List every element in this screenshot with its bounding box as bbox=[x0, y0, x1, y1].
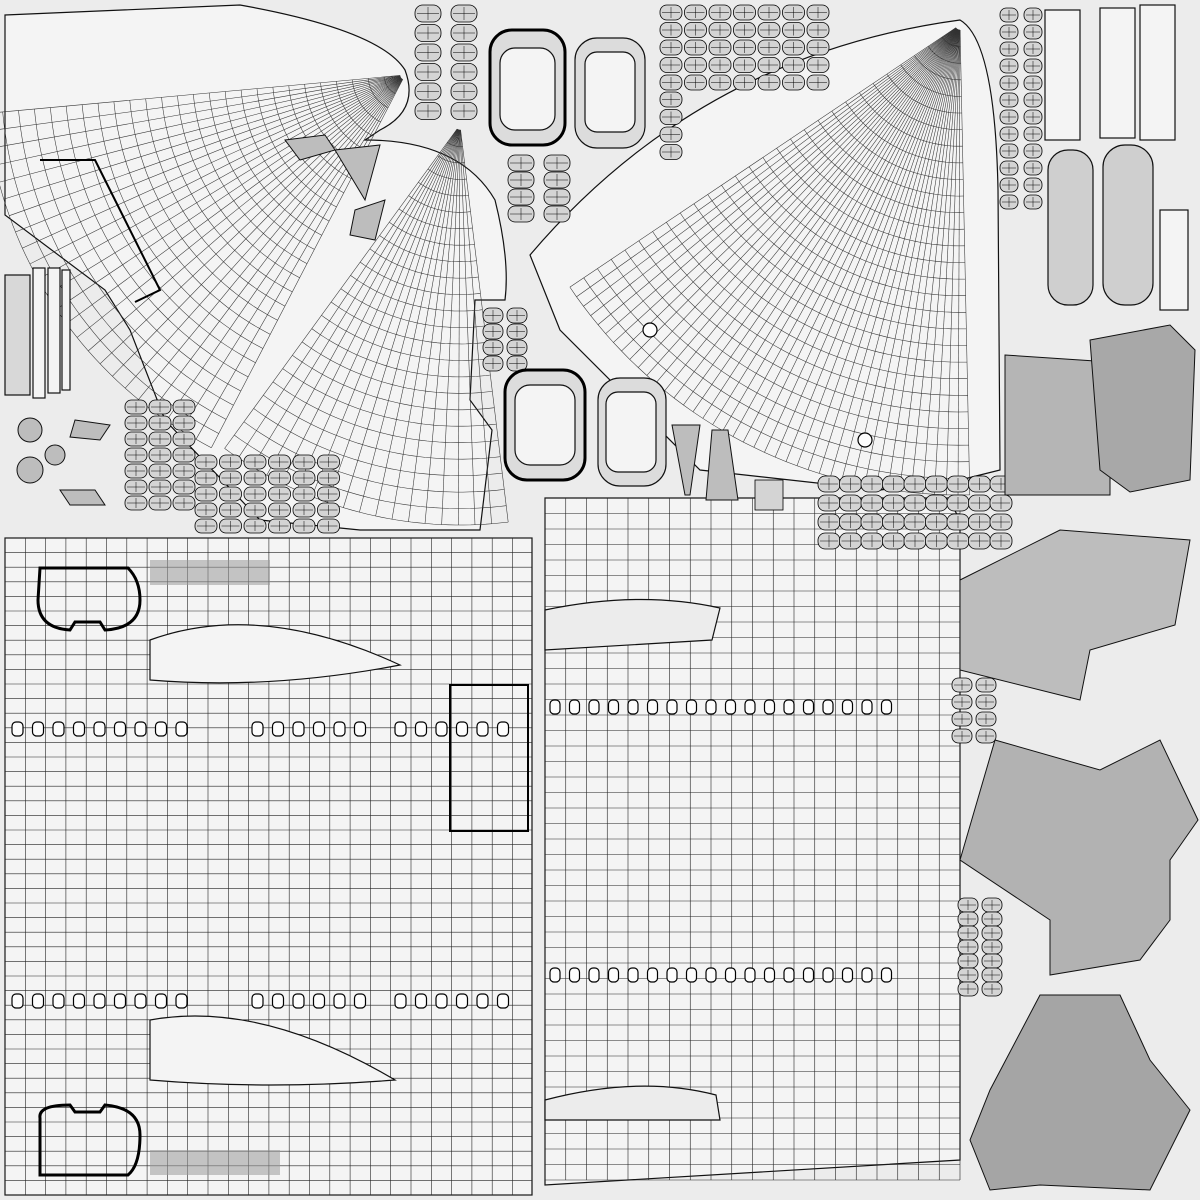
uv-island-textured-shoe-4 bbox=[969, 994, 1191, 1191]
uv-island-collar-pieces bbox=[1044, 4, 1189, 311]
uv-island-straps bbox=[4, 267, 71, 399]
uv-island-textured-shoe-1 bbox=[1004, 324, 1196, 496]
uv-island-pocket-mid bbox=[503, 368, 784, 511]
uv-island-front-panel-left bbox=[4, 537, 533, 1196]
uv-island-textured-shoe-3 bbox=[959, 739, 1199, 976]
uv-island-small-parts bbox=[16, 417, 111, 506]
uv-button-cluster-left bbox=[124, 399, 340, 534]
uv-button-cluster-centre-right bbox=[817, 475, 1013, 550]
uv-sparkle-mark bbox=[642, 322, 873, 448]
uv-button-cluster-top bbox=[414, 4, 571, 223]
uv-button-cluster-right-small bbox=[999, 7, 1043, 210]
uv-island-sleeve-right bbox=[529, 19, 1001, 496]
uv-island-front-panel-right bbox=[544, 497, 961, 1186]
uv-button-cluster-top-right bbox=[659, 4, 830, 160]
uv-island-sleeve-left bbox=[0, 4, 509, 531]
uv-button-cluster-right-lower bbox=[951, 677, 1003, 997]
uv-button-cluster-mid bbox=[482, 307, 528, 372]
uv-island-textured-shoe-2 bbox=[959, 529, 1191, 701]
uv-island-pocket-top bbox=[488, 28, 646, 149]
